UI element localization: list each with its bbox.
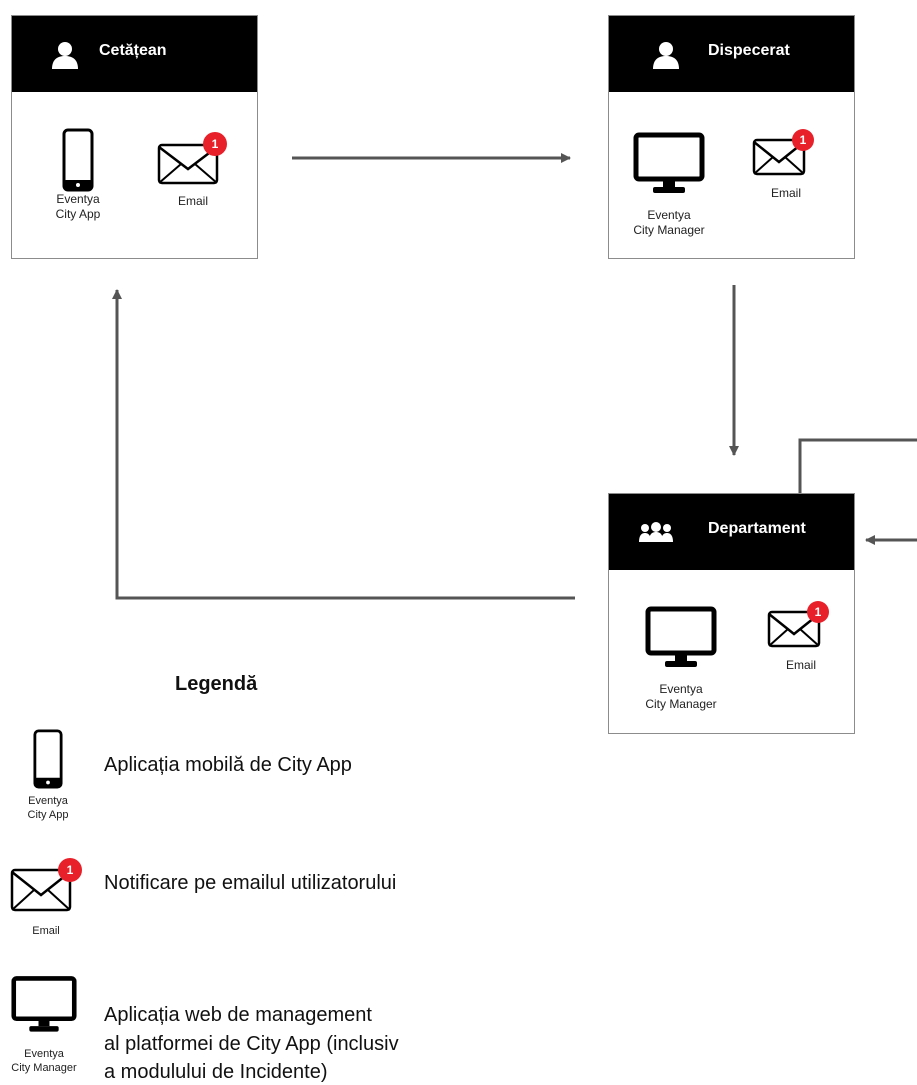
card-cetatean: Cetățean Eventya City App 1 Email: [11, 15, 258, 259]
legend-mobile-text: Aplicația mobilă de City App: [104, 754, 352, 776]
email-item-departament: 1 Email: [761, 598, 841, 673]
card-title: Departament: [708, 520, 806, 537]
legend-web-text-2: al platformei de City App (inclusiv: [104, 1033, 399, 1055]
app-caption-line2: City App: [55, 207, 101, 221]
notification-badge: 1: [203, 132, 227, 156]
app-caption-line2: City Manager: [633, 223, 705, 237]
envelope-icon: 1: [746, 126, 826, 186]
card-header-departament: Departament: [609, 494, 854, 570]
card-header-cetatean: Cetățean: [12, 16, 257, 92]
envelope-icon: 1: [6, 856, 86, 918]
legend-web-text-1: Aplicația web de management: [104, 1004, 372, 1026]
email-item-dispecerat: 1 Email: [746, 126, 826, 201]
legend-web-caption-1: Eventya: [24, 1048, 64, 1060]
card-dispecerat: Dispecerat Eventya City Manager 1 Email: [608, 15, 855, 259]
legend-email-text: Notificare pe emailul utilizatorului: [104, 872, 397, 894]
legend-mobile-item: Eventya City App: [18, 728, 78, 822]
legend-mobile-caption-2: City App: [27, 809, 69, 821]
card-title: Dispecerat: [708, 42, 790, 59]
person-icon: [52, 41, 78, 74]
arrow-departament-to-cetatean: [112, 289, 575, 600]
person-icon: [653, 41, 679, 74]
email-item-cetatean: 1 Email: [153, 131, 233, 209]
notification-badge: 1: [58, 858, 82, 882]
card-title: Cetățean: [99, 42, 167, 59]
app-caption-line1: Eventya: [56, 192, 100, 206]
app-caption-line2: City Manager: [645, 697, 717, 711]
phone-icon: [42, 128, 114, 192]
legend-email-caption: Email: [32, 925, 60, 937]
email-caption: Email: [770, 186, 801, 200]
phone-icon: [18, 728, 78, 790]
legend-mobile-caption-1: Eventya: [28, 795, 68, 807]
legend-web-item: Eventya City Manager: [4, 975, 84, 1075]
card-header-dispecerat: Dispecerat: [609, 16, 854, 92]
monitor-icon: [631, 606, 731, 670]
legend-email-item: 1 Email: [6, 856, 86, 938]
monitor-icon: [619, 132, 719, 196]
notification-badge: 1: [792, 129, 814, 151]
app-item-dispecerat: Eventya City Manager: [619, 132, 719, 238]
app-caption-line1: Eventya: [659, 682, 703, 696]
notification-badge: 1: [807, 601, 829, 623]
envelope-icon: 1: [153, 131, 233, 191]
legend-web-text-3: a modulului de Incidente): [104, 1061, 328, 1083]
email-caption: Email: [785, 658, 816, 672]
app-item-departament: Eventya City Manager: [631, 606, 731, 712]
legend-title: Legendă: [175, 673, 258, 695]
card-departament: Departament Eventya City Manager 1 Email: [608, 493, 855, 734]
legend-web-caption-2: City Manager: [11, 1062, 77, 1074]
group-icon: [639, 522, 673, 547]
app-item-cetatean: Eventya City App: [42, 128, 114, 222]
app-caption-line1: Eventya: [647, 208, 691, 222]
email-caption: Email: [177, 194, 208, 208]
envelope-icon: 1: [761, 598, 841, 658]
monitor-icon: [4, 975, 84, 1035]
loop-line-departament-out: [798, 438, 917, 493]
